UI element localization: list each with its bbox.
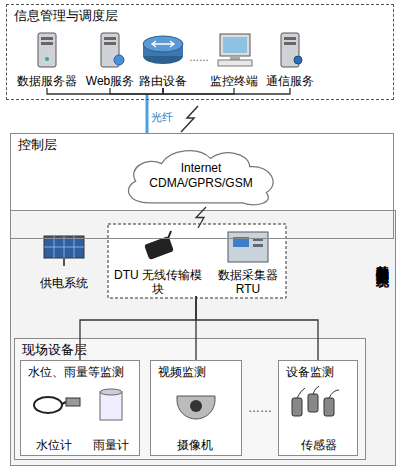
- field-fill: [14, 338, 366, 460]
- group-fill: [278, 360, 358, 456]
- device-node: 摄像机: [160, 382, 230, 452]
- panel-stand: [63, 258, 65, 266]
- edge-label: 光纤: [151, 111, 173, 123]
- device-node: 数据采集器 RTU: [214, 228, 282, 296]
- device-node: 供电系统: [34, 232, 94, 290]
- ellipsis-label: ……: [248, 402, 272, 414]
- layer-band: 控制层 Internet CDMA/GPRS/GSM: [10, 133, 394, 239]
- layer-band: 视频监测摄像机: [150, 360, 242, 456]
- solar-panel: [44, 236, 84, 258]
- globe-icon: [114, 55, 124, 65]
- subsystem-band: 基础数据监测子系统供电系统 DTU 无线传输模块数据采集器 RTU 现场设备层水位、…: [10, 210, 396, 466]
- camera-lens: [190, 400, 202, 412]
- keyboard-icon: [218, 60, 252, 66]
- device-label: DTU 无线传输模块: [110, 268, 206, 296]
- subsystem-fill: [10, 210, 396, 466]
- device-label: Web服务: [84, 74, 136, 88]
- monitor-screen: [223, 37, 247, 53]
- subsystem-heading: 基础数据监测子系统: [373, 255, 391, 264]
- monitor-icon: [220, 34, 250, 56]
- device-node: 通信服务: [264, 30, 316, 88]
- device-node: 路由设备: [138, 30, 188, 88]
- connector: [47, 88, 163, 94]
- device-label: 监控终端: [208, 74, 260, 88]
- server-slot: [104, 42, 116, 45]
- rtu-icon: [228, 232, 268, 262]
- device-node: DTU 无线传输模块: [110, 228, 206, 296]
- device-node: 传感器: [284, 382, 354, 452]
- layer-heading: 现场设备层: [15, 339, 365, 358]
- layer-heading: 水位、雨量等监测: [21, 361, 139, 380]
- server-led: [45, 57, 49, 61]
- device-label: 路由设备: [138, 74, 188, 88]
- cloud-outline: [128, 151, 273, 205]
- wireless-bolt: [181, 106, 198, 132]
- server-slot: [104, 37, 116, 40]
- server-slot: [41, 42, 53, 45]
- connector: [196, 296, 318, 360]
- device-label: 数据采集器 RTU: [214, 268, 282, 296]
- device-node: 雨量计: [86, 382, 136, 452]
- comm-badge: [294, 56, 302, 64]
- connector: [196, 207, 206, 228]
- layer-heading: 信息管理与调度层: [7, 5, 393, 24]
- connector: [163, 88, 234, 94]
- server-slot: [284, 42, 296, 45]
- rain-gauge-top: [100, 389, 122, 395]
- dtu-antenna: [167, 231, 171, 241]
- dtu-icon: [144, 236, 174, 260]
- rain-gauge-icon: [100, 392, 122, 420]
- sensor-icon: [292, 398, 302, 416]
- device-label: 雨量计: [86, 438, 136, 452]
- cable-coil: [34, 397, 62, 413]
- server-slot: [41, 37, 53, 40]
- server-icon: [38, 33, 56, 67]
- device-label: 传感器: [284, 438, 354, 452]
- device-node: Web服务: [84, 30, 136, 88]
- connector: [146, 100, 149, 133]
- connector: [195, 296, 196, 360]
- device-node: 数据服务器: [14, 30, 80, 88]
- camera-icon: [177, 396, 215, 419]
- layer-band: 水位、雨量等监测水位计雨量计: [20, 360, 140, 456]
- device-label: 通信服务: [264, 74, 316, 88]
- transfer-group-frame: [108, 224, 286, 298]
- connector: [80, 296, 196, 360]
- layer-heading: 设备监测: [279, 361, 357, 380]
- device-node: 水位计: [26, 382, 82, 452]
- network-cloud: Internet CDMA/GPRS/GSM: [118, 145, 284, 207]
- device-label: 供电系统: [34, 276, 94, 290]
- device-node: 监控终端: [208, 30, 260, 88]
- solar-grid: [44, 236, 84, 258]
- server-slot: [284, 37, 296, 40]
- group-fill: [150, 360, 242, 456]
- layer-heading: 视频监测: [151, 361, 241, 380]
- connector: [163, 88, 290, 94]
- layer-band: 现场设备层水位、雨量等监测水位计雨量计视频监测摄像机设备监测传感器: [14, 338, 366, 460]
- connector: [110, 88, 163, 94]
- device-label: 摄像机: [160, 438, 230, 452]
- level-probe: [66, 398, 80, 406]
- sensor-icon: [308, 394, 318, 412]
- sensor-cable: [297, 386, 339, 398]
- layer-band: 设备监测传感器: [278, 360, 358, 456]
- router-icon: [143, 36, 183, 52]
- device-label: 水位计: [26, 438, 82, 452]
- ellipsis-label: ……: [189, 52, 209, 64]
- group-fill: [20, 360, 140, 456]
- layer-heading: 控制层: [11, 134, 393, 153]
- rtu-button: [253, 244, 263, 247]
- cloud-label: Internet CDMA/GPRS/GSM: [145, 161, 257, 191]
- sensor-icon: [324, 398, 334, 416]
- device-label: 数据服务器: [14, 74, 80, 88]
- monitor-stand: [230, 56, 240, 60]
- cable: [62, 402, 66, 404]
- router-arrows: [152, 41, 174, 47]
